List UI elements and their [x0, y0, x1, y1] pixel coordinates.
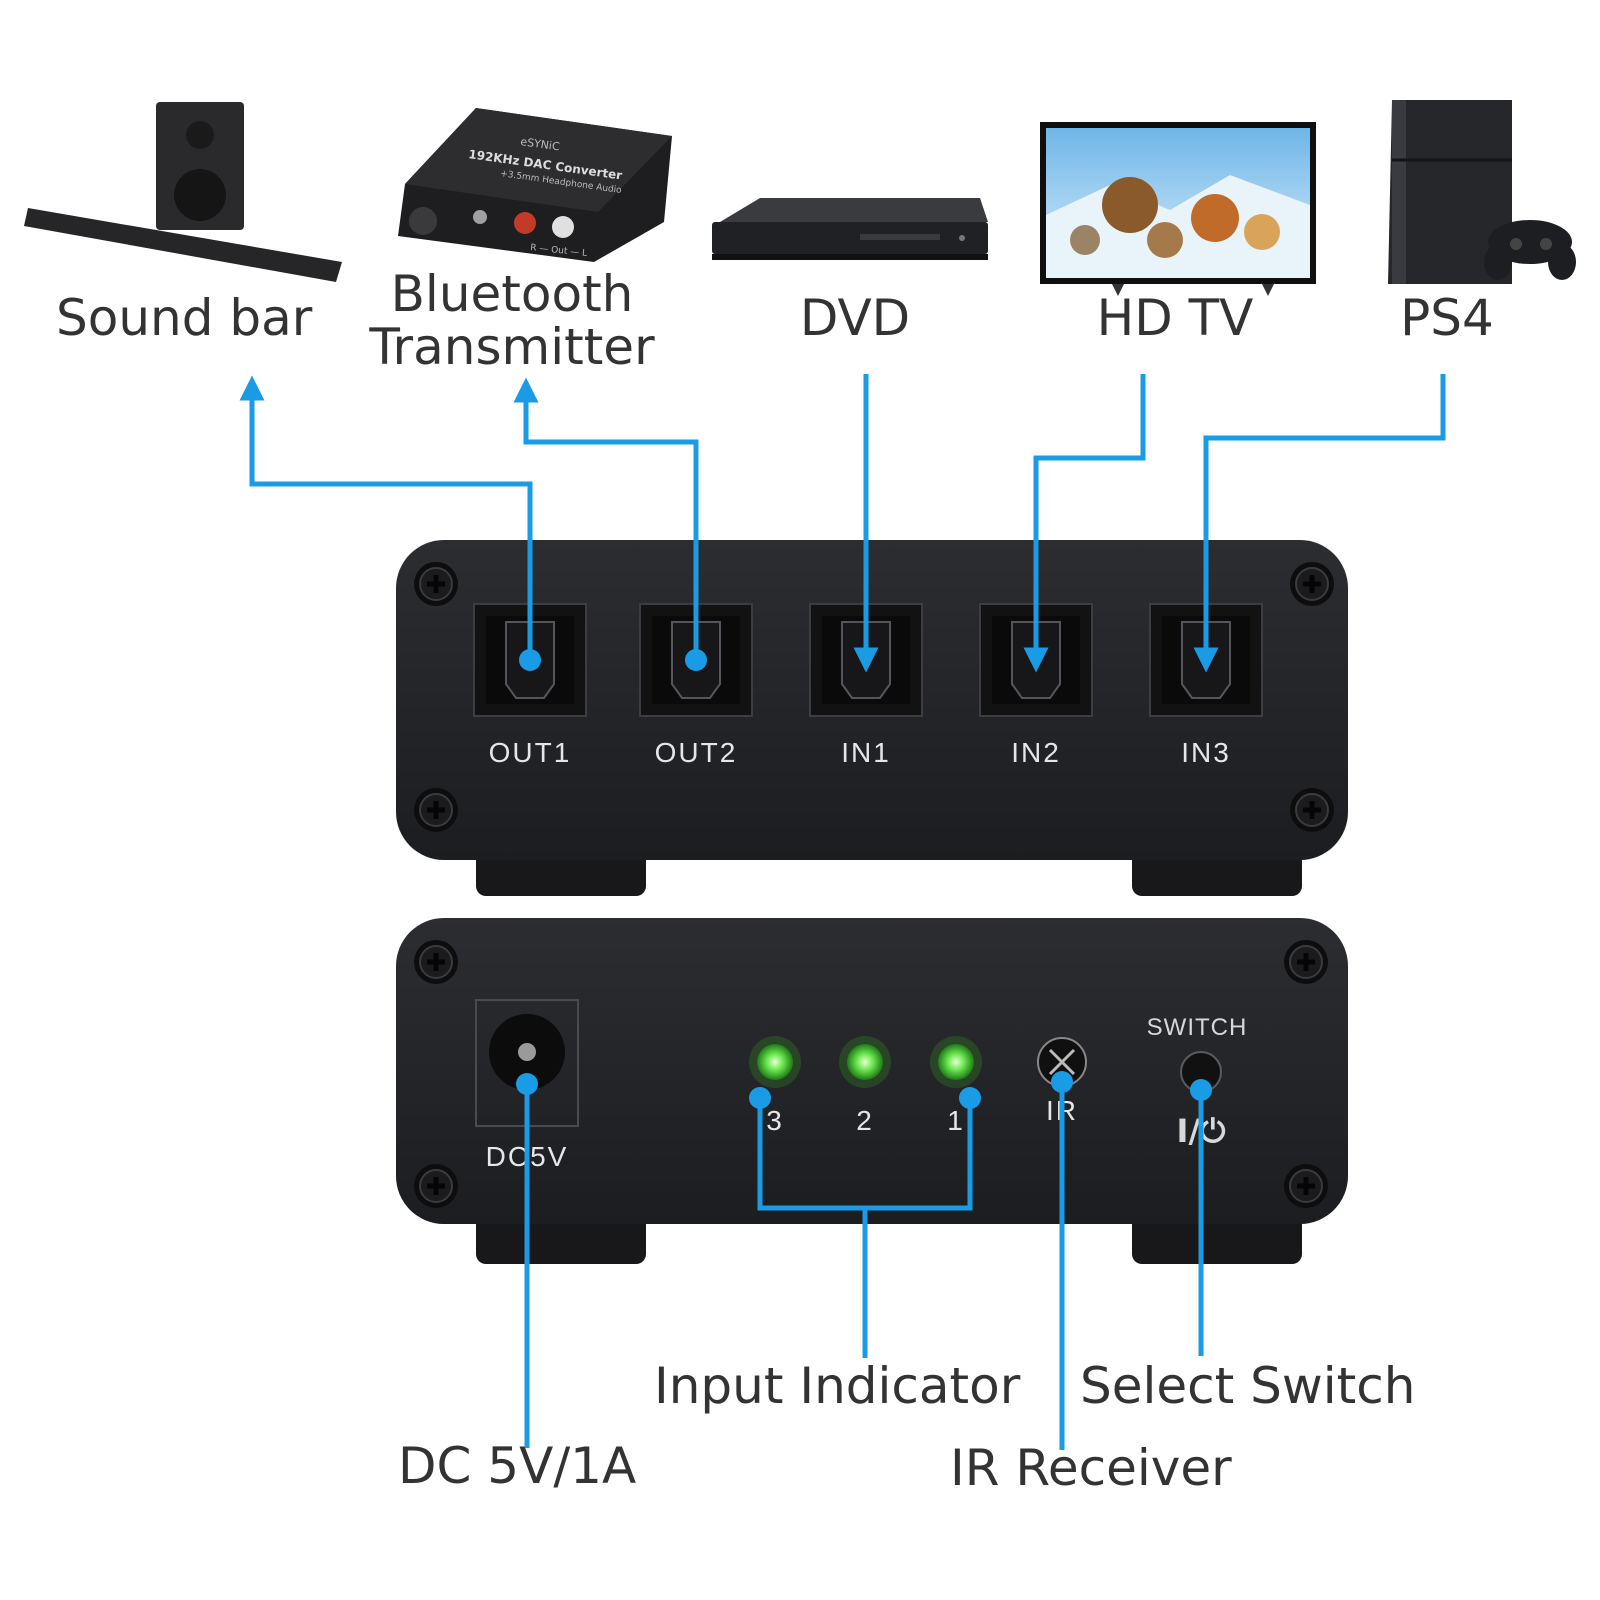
label-ps4: PS4	[1400, 289, 1494, 347]
callout-ir-receiver: IR Receiver	[950, 1439, 1232, 1497]
line-ps4-in3	[1193, 374, 1446, 673]
bluetooth-transmitter-illustration: eSYNiC 192KHz DAC Converter +3.5mm Headp…	[398, 108, 672, 262]
callout-input-indicator: Input Indicator	[654, 1357, 1021, 1415]
switch-label: SWITCH	[1147, 1014, 1248, 1041]
back-screw-1	[414, 940, 458, 984]
line-out1-soundbar	[239, 375, 533, 660]
port-label-out1: OUT1	[489, 737, 572, 768]
port-label-in3: IN3	[1181, 737, 1231, 768]
front-screw-3	[414, 788, 458, 832]
back-screw-3	[414, 1164, 458, 1208]
line-hdtv-in2	[1023, 374, 1146, 673]
input-led-1: 1	[930, 1036, 982, 1136]
port-label-in1: IN1	[841, 737, 891, 768]
front-screw-4	[1290, 788, 1334, 832]
ps4-illustration	[1388, 100, 1576, 284]
front-screw-1	[414, 562, 458, 606]
label-dvd: DVD	[799, 289, 911, 347]
hdtv-illustration	[1040, 122, 1316, 296]
front-screw-2	[1290, 562, 1334, 606]
label-sound-bar: Sound bar	[56, 289, 313, 347]
callout-select-switch: Select Switch	[1080, 1357, 1416, 1415]
input-led-2: 2	[839, 1036, 891, 1136]
led-label-1: 1	[947, 1105, 965, 1136]
port-label-in2: IN2	[1011, 737, 1061, 768]
back-screw-4	[1284, 1164, 1328, 1208]
label-bluetooth-line2: Transmitter	[369, 317, 655, 376]
label-bluetooth-transmitter: Bluetooth Transmitter	[369, 268, 654, 373]
connection-dots	[516, 649, 1212, 1109]
label-bluetooth-line1: Bluetooth	[390, 265, 634, 323]
led-label-3: 3	[766, 1105, 784, 1136]
dac-brand-text: eSYNiC	[520, 135, 561, 153]
dvd-player-illustration	[712, 198, 988, 260]
line-out2-bluetooth	[513, 377, 699, 660]
input-led-3: 3	[749, 1036, 801, 1136]
callout-dc: DC 5V/1A	[398, 1437, 637, 1495]
back-screw-2	[1284, 940, 1328, 984]
label-hdtv: HD TV	[1096, 289, 1254, 347]
port-label-out2: OUT2	[655, 737, 738, 768]
sound-bar-illustration	[24, 102, 342, 282]
connection-lines	[239, 374, 1446, 1450]
led-label-2: 2	[856, 1105, 874, 1136]
